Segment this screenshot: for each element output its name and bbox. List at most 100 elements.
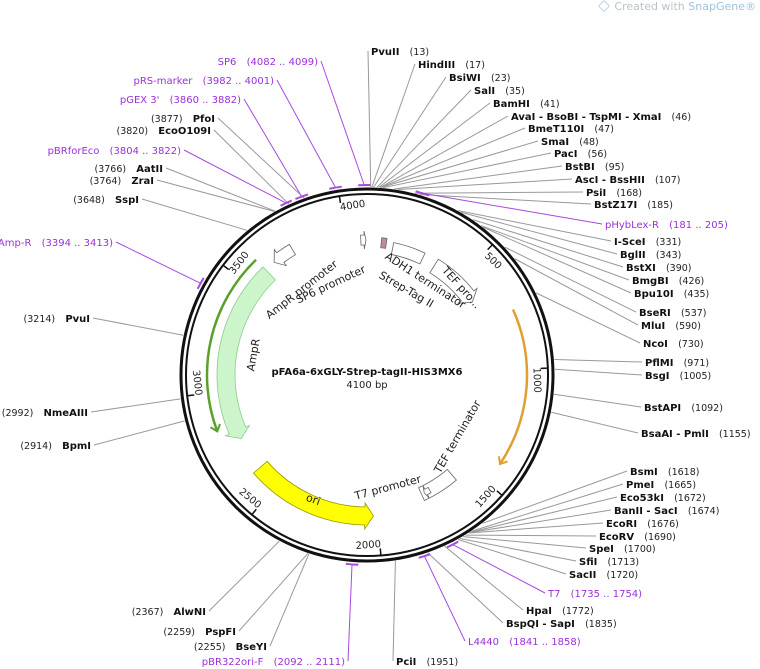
restriction-site-label[interactable]: AscI - BssHII (107): [575, 168, 681, 187]
primer-leader-line: [347, 564, 353, 662]
primer-range: (1735 .. 1754): [571, 589, 643, 600]
restriction-site-label[interactable]: BmeT110I (47): [528, 117, 614, 136]
enzyme-name: SpeI: [589, 544, 614, 555]
site-position: (35): [505, 86, 525, 97]
primer-label[interactable]: T7 (1735 .. 1754): [547, 582, 642, 601]
primer-label[interactable]: Amp-R (3394 .. 3413): [0, 231, 113, 250]
restriction-site-label[interactable]: BspQI - SapI (1835): [506, 612, 617, 631]
primer-label[interactable]: L4440 (1841 .. 1858): [468, 630, 581, 649]
enzyme-name: HpaI: [526, 606, 552, 617]
restriction-site-label[interactable]: (3766) AatII: [95, 157, 163, 176]
restriction-site-label[interactable]: BstZ17I (185): [594, 193, 673, 212]
restriction-site-label[interactable]: SmaI (48): [541, 130, 599, 149]
feature-strep-tag-ii[interactable]: [380, 237, 388, 249]
restriction-site-label[interactable]: (2367) AlwNI: [132, 600, 206, 619]
restriction-site-label[interactable]: (2914) BpmI: [20, 434, 91, 453]
site-leader-line: [472, 219, 624, 268]
primer-label[interactable]: pHybLex-R (181 .. 205): [605, 213, 728, 232]
orf-arc: [205, 258, 257, 432]
restriction-site-label[interactable]: (3214) PvuI: [24, 307, 90, 326]
restriction-site-label[interactable]: (3764) ZraI: [90, 169, 154, 188]
feature-ampr[interactable]: [216, 266, 277, 439]
tick-label: 1000: [530, 367, 542, 393]
restriction-site-label[interactable]: PacI (56): [554, 142, 607, 161]
restriction-site-label[interactable]: SpeI (1700): [589, 537, 656, 556]
restriction-site-label[interactable]: SfiI (1713): [579, 550, 639, 569]
restriction-site-label[interactable]: (3648) SspI: [73, 188, 139, 207]
primer-range: (181 .. 205): [669, 220, 728, 231]
primer-label[interactable]: pRS-marker (3982 .. 4001): [133, 69, 274, 88]
site-position: (46): [672, 112, 692, 123]
enzyme-name: BstXI: [626, 263, 656, 274]
primer-label[interactable]: pBRforEco (3804 .. 3822): [48, 139, 182, 158]
restriction-site-label[interactable]: (2255) BseYI: [194, 635, 267, 654]
enzyme-name: BamHI: [493, 99, 530, 110]
site-leader-line: [461, 211, 618, 255]
primer-name: Amp-R: [0, 238, 31, 249]
restriction-site-label[interactable]: I-SceI (331): [614, 230, 681, 249]
restriction-site-label[interactable]: BstXI (390): [626, 256, 692, 275]
restriction-site-label[interactable]: Bpu10I (435): [634, 282, 709, 301]
site-position: (17): [465, 60, 485, 71]
enzyme-name: PsiI: [586, 188, 606, 199]
restriction-site-label[interactable]: EcoRI (1676): [606, 512, 679, 531]
restriction-site-label[interactable]: PsiI (168): [586, 181, 642, 200]
restriction-site-label[interactable]: SacII (1720): [569, 563, 638, 582]
restriction-site-label[interactable]: SalI (35): [474, 79, 525, 98]
site-position: (2914): [20, 441, 52, 452]
site-leader-line: [217, 117, 305, 199]
feature-t7-promoter[interactable]: [422, 485, 432, 499]
restriction-site-label[interactable]: BglII (343): [620, 243, 681, 262]
feature-sp6-promoter[interactable]: [360, 230, 367, 250]
restriction-site-label[interactable]: AvaI - BsoBI - TspMI - XmaI (46): [511, 105, 691, 124]
enzyme-name: PflMI: [645, 358, 673, 369]
restriction-site-label[interactable]: HpaI (1772): [526, 599, 594, 618]
site-leader-line: [165, 167, 276, 212]
restriction-site-label[interactable]: BsgI (1005): [645, 364, 711, 383]
primer-leader-line: [243, 98, 303, 197]
restriction-site-label[interactable]: NcoI (730): [643, 332, 704, 351]
restriction-site-label[interactable]: BmgBI (426): [632, 269, 704, 288]
site-position: (3648): [73, 195, 105, 206]
restriction-site-label[interactable]: EcoRV (1690): [599, 525, 676, 544]
restriction-site-label[interactable]: (3877) PfoI: [151, 107, 215, 126]
restriction-site-label[interactable]: Eco53kI (1672): [620, 486, 706, 505]
feature-label: TEF terminator: [431, 398, 484, 477]
site-leader-line: [367, 50, 372, 188]
site-leader-line: [458, 210, 612, 242]
feature-tef-terminator[interactable]: [418, 468, 457, 502]
primer-label[interactable]: pGEX 3' (3860 .. 3882): [120, 88, 241, 107]
site-position: (3820): [117, 126, 149, 137]
restriction-site-label[interactable]: BsiWI (23): [449, 66, 510, 85]
restriction-site-label[interactable]: HindIII (17): [418, 53, 485, 72]
site-leader-line: [208, 540, 280, 612]
primer-binding-mark: [446, 540, 459, 549]
feature-tef-pro-[interactable]: [429, 258, 478, 304]
restriction-site-label[interactable]: PmeI (1665): [626, 473, 696, 492]
primer-leader-line: [320, 60, 365, 186]
restriction-site-label[interactable]: BsmI (1618): [630, 460, 699, 479]
primer-label[interactable]: SP6 (4082 .. 4099): [218, 50, 318, 69]
site-leader-line: [504, 246, 637, 313]
restriction-site-label[interactable]: PciI (1951): [396, 650, 458, 669]
enzyme-name: EcoRV: [599, 532, 634, 543]
restriction-site-label[interactable]: BstBI (95): [565, 155, 624, 174]
restriction-site-label[interactable]: PvuII (13): [371, 40, 429, 59]
restriction-site-label[interactable]: BamHI (41): [493, 92, 560, 111]
feature-label: AmpR: [244, 337, 263, 372]
enzyme-name: PvuII: [371, 47, 399, 58]
restriction-site-label[interactable]: BstAPI (1092): [644, 396, 723, 415]
site-leader-line: [378, 102, 491, 188]
restriction-site-label[interactable]: PflMI (971): [645, 351, 709, 370]
feature-ori[interactable]: [252, 460, 374, 531]
feature-ampr-promoter[interactable]: [273, 243, 297, 267]
feature-adh1-terminator[interactable]: [390, 242, 426, 265]
restriction-site-label[interactable]: BsaAI - PmlI (1155): [641, 422, 751, 441]
primer-label[interactable]: pBR322ori-F (2092 .. 2111): [202, 650, 345, 669]
restriction-site-label[interactable]: BanII - SacI (1674): [614, 499, 719, 518]
restriction-site-label[interactable]: MluI (590): [641, 314, 701, 333]
restriction-site-label[interactable]: (3820) EcoO109I: [117, 119, 212, 138]
restriction-site-label[interactable]: (2992) NmeAIII: [2, 401, 88, 420]
restriction-site-label[interactable]: BseRI (537): [639, 301, 707, 320]
restriction-site-label[interactable]: (2259) PspFI: [163, 620, 236, 639]
